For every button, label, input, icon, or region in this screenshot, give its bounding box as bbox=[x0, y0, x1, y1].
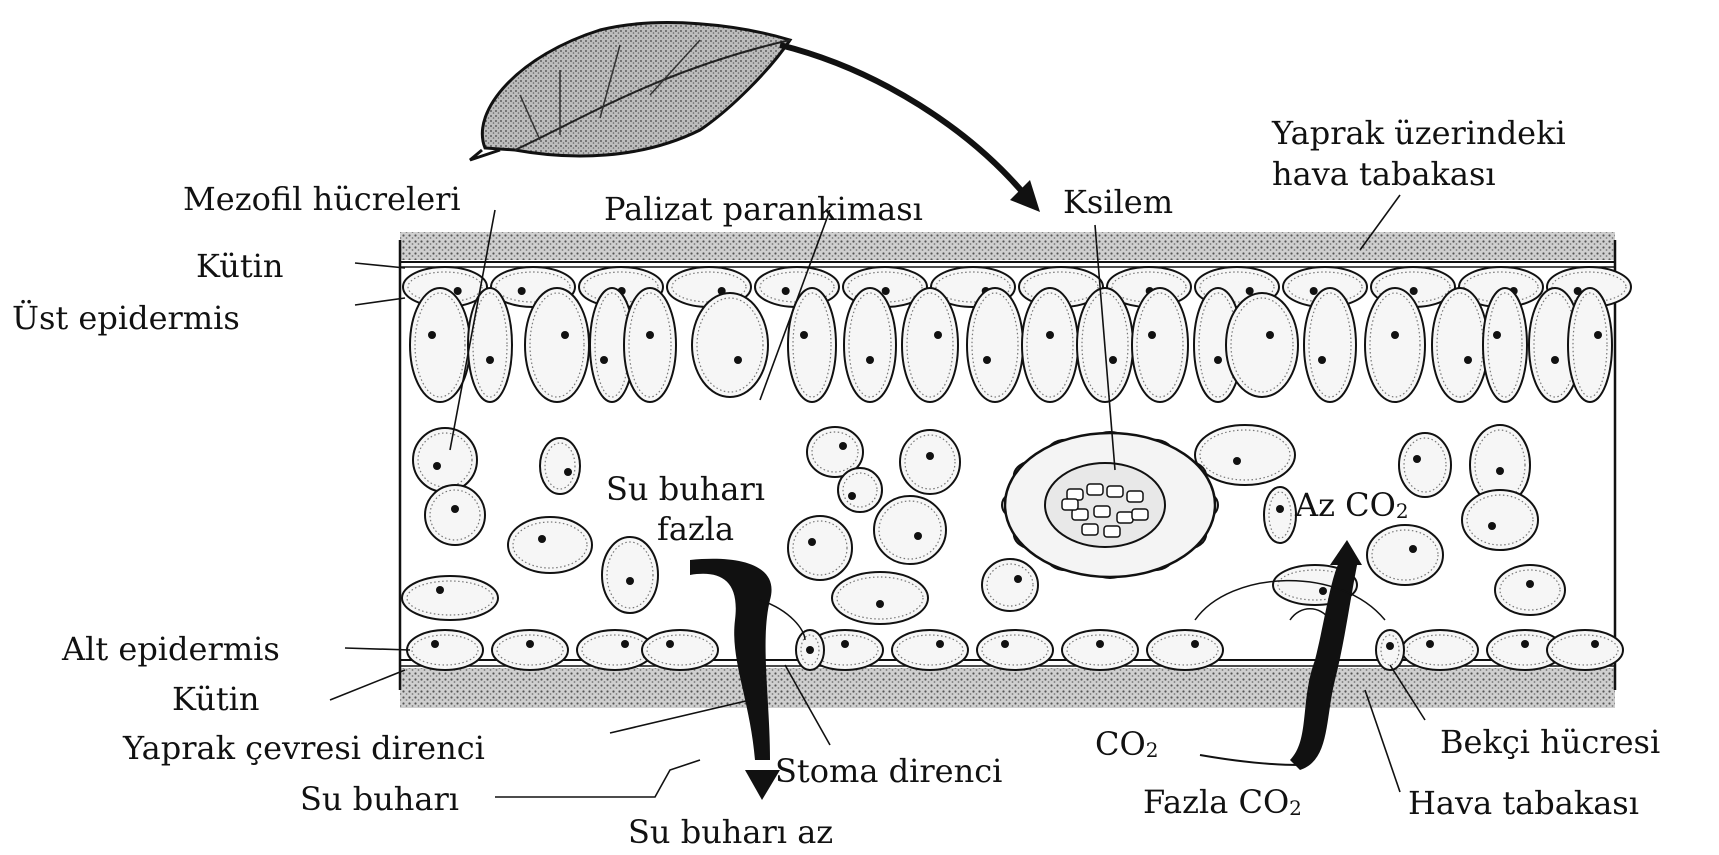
spongy-mesophyll-cell bbox=[900, 430, 960, 494]
spongy-mesophyll-cell bbox=[1462, 490, 1538, 550]
spongy-mesophyll-cell bbox=[982, 559, 1038, 611]
label-co2: CO2 bbox=[1095, 728, 1158, 760]
label-fazla-co2: Fazla CO2 bbox=[1143, 786, 1302, 818]
palisade-cell bbox=[410, 288, 470, 402]
lower-epidermis-cell bbox=[642, 630, 718, 670]
palisade-cell bbox=[1365, 288, 1425, 402]
palisade-cell bbox=[525, 288, 589, 402]
lower-epidermis-cell bbox=[1147, 630, 1223, 670]
spongy-mesophyll-cell bbox=[1399, 433, 1451, 497]
cell-layer bbox=[402, 267, 1631, 670]
label-su-buhari: Su buharı bbox=[300, 783, 459, 815]
palisade-cell bbox=[1304, 288, 1356, 402]
lower-air-layer bbox=[400, 668, 1615, 708]
palisade-cell bbox=[1226, 293, 1298, 397]
spongy-mesophyll-cell bbox=[425, 485, 485, 545]
spongy-mesophyll-cell bbox=[540, 438, 580, 494]
palisade-cell bbox=[1022, 288, 1078, 402]
palisade-cell bbox=[468, 288, 512, 402]
xylem-vessel bbox=[1117, 512, 1133, 523]
xylem-vessel bbox=[1104, 526, 1120, 537]
palisade-cell bbox=[1483, 288, 1527, 402]
xylem-vessel bbox=[1127, 491, 1143, 502]
label-kutin-top: Kütin bbox=[196, 250, 284, 282]
spongy-mesophyll-cell bbox=[838, 468, 882, 512]
label-su-buhari-fazla-1: Su buharı bbox=[606, 473, 765, 505]
spongy-mesophyll-cell bbox=[1367, 525, 1443, 585]
xylem-vessel bbox=[1082, 524, 1098, 535]
spongy-mesophyll-cell bbox=[1264, 487, 1296, 543]
palisade-cell bbox=[1132, 288, 1188, 402]
label-palizat: Palizat parankiması bbox=[604, 193, 923, 225]
label-bekci: Bekçi hücresi bbox=[1440, 726, 1660, 758]
palisade-cell bbox=[1568, 288, 1612, 402]
xylem-vessel bbox=[1107, 486, 1123, 497]
vascular-bundle bbox=[1005, 433, 1215, 577]
xylem-vessel bbox=[1132, 509, 1148, 520]
lower-epidermis-cell bbox=[1062, 630, 1138, 670]
label-yaprak-uzerindeki-2: hava tabakası bbox=[1272, 158, 1496, 190]
label-ust-epidermis: Üst epidermis bbox=[12, 302, 240, 334]
lower-epidermis-cell bbox=[1402, 630, 1478, 670]
spongy-mesophyll-cell bbox=[832, 572, 928, 624]
xylem-vessel bbox=[1062, 499, 1078, 510]
label-alt-epidermis: Alt epidermis bbox=[62, 633, 280, 665]
spongy-mesophyll-cell bbox=[874, 496, 946, 564]
xylem-vessel bbox=[1087, 484, 1103, 495]
palisade-cell bbox=[902, 288, 958, 402]
spongy-mesophyll-cell bbox=[1195, 425, 1295, 485]
spongy-mesophyll-cell bbox=[1495, 565, 1565, 615]
label-ksilem: Ksilem bbox=[1063, 186, 1173, 218]
palisade-cell bbox=[844, 288, 896, 402]
label-kutin-bottom: Kütin bbox=[172, 683, 260, 715]
lower-epidermis-cell bbox=[977, 630, 1053, 670]
zoom-arrow bbox=[780, 45, 1025, 195]
leaf-icon bbox=[470, 23, 790, 160]
label-yaprak-cevresi: Yaprak çevresi direnci bbox=[123, 732, 485, 764]
label-stoma-direnci: Stoma direnci bbox=[775, 755, 1002, 787]
spongy-mesophyll-cell bbox=[413, 428, 477, 492]
spongy-mesophyll-cell bbox=[602, 537, 658, 613]
lower-epidermis-cell bbox=[892, 630, 968, 670]
lower-epidermis-cell bbox=[1547, 630, 1623, 670]
upper-air-layer bbox=[400, 232, 1615, 260]
spongy-mesophyll-cell bbox=[508, 517, 592, 573]
xylem-vessel bbox=[1094, 506, 1110, 517]
palisade-cell bbox=[967, 288, 1023, 402]
label-az-co2: Az CO2 bbox=[1295, 489, 1409, 521]
palisade-cell bbox=[1432, 288, 1488, 402]
label-hava-tabakasi: Hava tabakası bbox=[1408, 787, 1639, 819]
label-yaprak-uzerindeki-1: Yaprak üzerindeki bbox=[1272, 117, 1566, 149]
palisade-cell bbox=[692, 293, 768, 397]
palisade-cell bbox=[624, 288, 676, 402]
guard-cell bbox=[796, 630, 824, 670]
mesophyll-cell bbox=[402, 576, 498, 620]
guard-cell bbox=[1376, 630, 1404, 670]
label-mezofil: Mezofil hücreleri bbox=[183, 183, 461, 215]
label-su-buhari-fazla-2: fazla bbox=[657, 513, 734, 545]
lower-epidermis-cell bbox=[492, 630, 568, 670]
spongy-mesophyll-cell bbox=[788, 516, 852, 580]
lower-epidermis-cell bbox=[407, 630, 483, 670]
label-su-buhari-az: Su buharı az bbox=[628, 816, 833, 848]
